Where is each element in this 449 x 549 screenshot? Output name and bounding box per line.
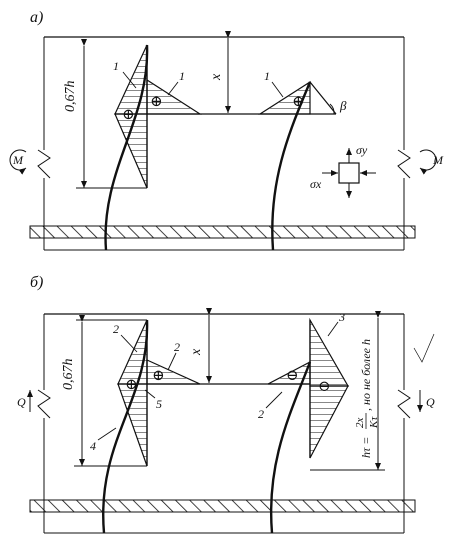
stress-diagram-left-horizontal bbox=[146, 78, 203, 115]
moment-right-label: M bbox=[432, 153, 444, 167]
crack-curve-right bbox=[269, 361, 312, 534]
moment-left-arrow bbox=[9, 149, 27, 175]
shear-diagram-right-upper bbox=[309, 317, 350, 387]
callout-4: 4 bbox=[90, 439, 96, 453]
dimension-067h-label: 0,67h bbox=[61, 359, 76, 391]
sigma-y-label: σy bbox=[356, 143, 368, 157]
minus-sign: ⊖ bbox=[286, 368, 299, 384]
panel-b-label: б) bbox=[30, 274, 43, 291]
minus-sign: ⊖ bbox=[318, 379, 331, 395]
callout-1: 1 bbox=[264, 69, 270, 83]
crack-curve-left bbox=[104, 44, 149, 251]
callout-2: 2 bbox=[174, 340, 180, 354]
stress-diagram-right bbox=[257, 80, 311, 115]
shear-left-label: Q bbox=[17, 395, 26, 409]
plus-sign: ⊕ bbox=[125, 377, 138, 393]
angle-beta-label: β bbox=[339, 98, 347, 113]
break-symbol-right bbox=[397, 389, 411, 419]
dimension-x-label: x bbox=[209, 73, 224, 81]
formula-denominator: Kτ bbox=[368, 416, 380, 429]
plus-sign: ⊕ bbox=[150, 94, 163, 110]
reinforcement-bar bbox=[29, 499, 416, 513]
break-symbol-left bbox=[37, 149, 51, 179]
crack-curve-left bbox=[101, 319, 149, 534]
panel-a-label: а) bbox=[30, 9, 43, 26]
sigma-x-label: σx bbox=[310, 177, 322, 191]
dimension-x-label: x bbox=[189, 348, 204, 356]
crack-curve-right bbox=[271, 81, 312, 251]
shear-diagram-left-upper bbox=[117, 319, 148, 385]
reinforcement-bar bbox=[29, 225, 416, 239]
stress-element bbox=[338, 162, 360, 184]
callout-1: 1 bbox=[113, 59, 119, 73]
pencil-checkmark bbox=[413, 333, 435, 363]
callout-2: 2 bbox=[258, 407, 264, 421]
dimension-067h-label: 0,67h bbox=[63, 81, 78, 113]
shear-right-label: Q bbox=[426, 395, 435, 409]
stress-diagram-left-lower bbox=[114, 113, 148, 189]
panel-b: б) 0,67h x bbox=[17, 274, 435, 534]
formula-lhs: hτ = bbox=[359, 437, 373, 458]
panel-a: а) 0,67h x bbox=[9, 9, 444, 251]
shear-diagram-right-lower bbox=[309, 385, 349, 459]
stress-diagram-left-upper bbox=[114, 44, 148, 115]
plus-sign: ⊕ bbox=[292, 94, 305, 110]
callout-2: 2 bbox=[113, 322, 119, 336]
formula-tail: , но не более h bbox=[359, 339, 373, 411]
plus-sign: ⊕ bbox=[122, 107, 135, 123]
formula-numerator: 2x bbox=[354, 418, 366, 429]
moment-left-label: M bbox=[12, 153, 24, 167]
callout-3: 3 bbox=[338, 310, 345, 324]
break-symbol-right bbox=[397, 149, 411, 179]
plus-sign: ⊕ bbox=[152, 368, 165, 384]
callout-1: 1 bbox=[179, 69, 185, 83]
break-symbol-left bbox=[37, 389, 51, 419]
moment-right-arrow bbox=[419, 149, 437, 175]
angle-arc bbox=[329, 103, 335, 115]
h-tau-formula: hτ = 2x Kτ , но не более h bbox=[354, 339, 380, 458]
shear-diagram-left-horizontal bbox=[146, 359, 201, 385]
callout-5: 5 bbox=[156, 397, 162, 411]
